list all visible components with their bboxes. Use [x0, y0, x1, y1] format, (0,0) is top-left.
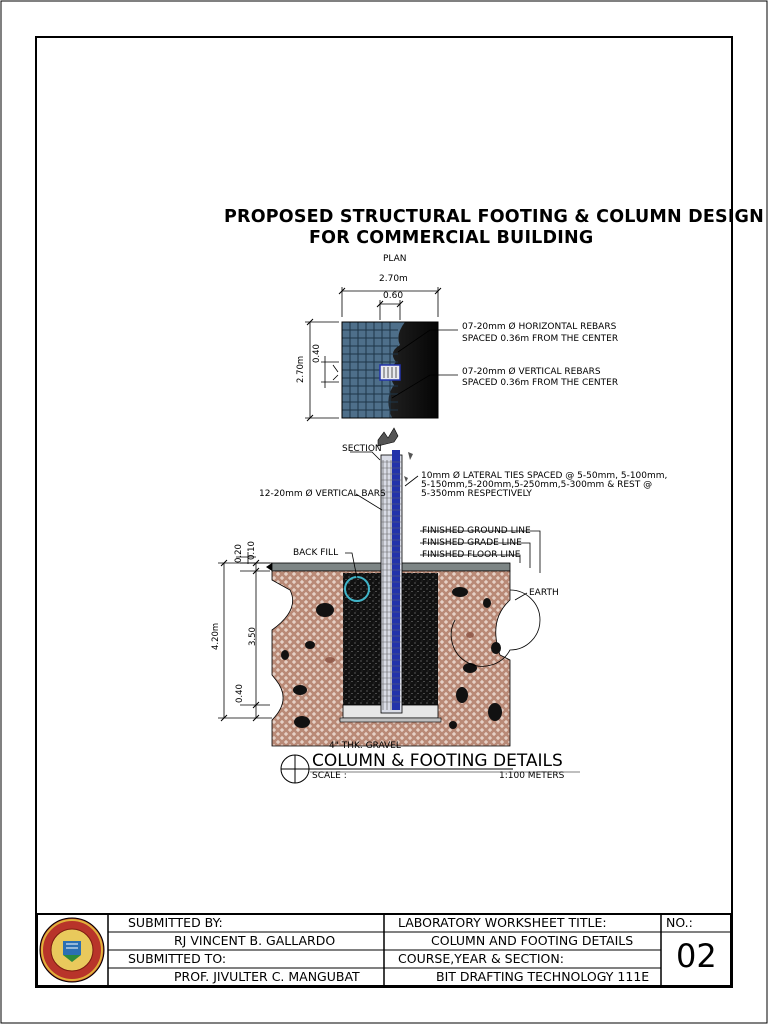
ties-note-2: 5-150mm,5-200mm,5-250mm,5-300mm & REST @ [421, 480, 653, 490]
earth-label: EARTH [529, 588, 559, 598]
ties-note-1: 10mm Ø LATERAL TIES SPACED @ 5-50mm, 5-1… [421, 471, 668, 481]
course-label: COURSE,YEAR & SECTION: [398, 951, 564, 966]
detail-symbol [280, 754, 580, 784]
plan-note-horizontal-2: SPACED 0.36m FROM THE CENTER [462, 334, 619, 344]
number-value: 02 [676, 937, 717, 975]
gravel-label: 4" THK. GRAVEL [329, 741, 401, 751]
submitted-by-name: RJ VINCENT B. GALLARDO [174, 933, 336, 948]
scale-label: SCALE : [312, 771, 347, 781]
title-block-frame [36, 913, 732, 987]
submitted-to-label: SUBMITTED TO: [128, 951, 227, 966]
dim-020: 0.20 [234, 544, 244, 563]
dim-040: 0.40 [235, 684, 245, 703]
finished-floor-line: FINISHED FLOOR LINE [422, 550, 521, 560]
plan-note-vertical-1: 07-20mm Ø VERTICAL REBARS [462, 367, 601, 377]
dim-350: 3.50 [248, 627, 258, 646]
scale-value: 1:100 METERS [499, 771, 565, 781]
section-view [218, 427, 541, 747]
section-label: SECTION [342, 444, 382, 454]
worksheet-title-value: COLUMN AND FOOTING DETAILS [431, 933, 634, 948]
submitted-to-name: PROF. JIVULTER C. MANGUBAT [174, 969, 360, 984]
vertical-bars-note: 12-20mm Ø VERTICAL BARS [259, 489, 386, 499]
plan-dim-height: 2.70m [296, 355, 306, 383]
drawing-title-line1: PROPOSED STRUCTURAL FOOTING & COLUMN DES… [224, 207, 764, 227]
number-label: NO.: [666, 915, 693, 930]
finished-ground-line: FINISHED GROUND LINE [422, 526, 531, 536]
plan-dim-width: 2.70m [379, 274, 408, 284]
plan-view [305, 287, 458, 422]
worksheet-title-label: LABORATORY WORKSHEET TITLE: [398, 915, 607, 930]
plan-dim-column: 0.60 [383, 291, 404, 301]
drawing-title-line2: FOR COMMERCIAL BUILDING [309, 228, 594, 248]
submitted-by-label: SUBMITTED BY: [128, 915, 223, 930]
course-value: BIT DRAFTING TECHNOLOGY 111E [436, 969, 650, 984]
ties-note-3: 5-350mm RESPECTIVELY [421, 489, 532, 499]
plan-note-vertical-2: SPACED 0.36m FROM THE CENTER [462, 378, 619, 388]
plan-note-horizontal-1: 07-20mm Ø HORIZONTAL REBARS [462, 322, 617, 332]
plan-dim-offset: 0.40 [312, 344, 322, 363]
detail-title: COLUMN & FOOTING DETAILS [312, 751, 563, 771]
finished-grade-line: FINISHED GRADE LINE [422, 538, 522, 548]
dim-010: 0.10 [247, 541, 257, 560]
plan-label: PLAN [383, 254, 407, 264]
back-fill-label: BACK FILL [293, 548, 339, 558]
dim-420: 4.20m [211, 622, 221, 650]
school-seal-logo [39, 917, 105, 983]
